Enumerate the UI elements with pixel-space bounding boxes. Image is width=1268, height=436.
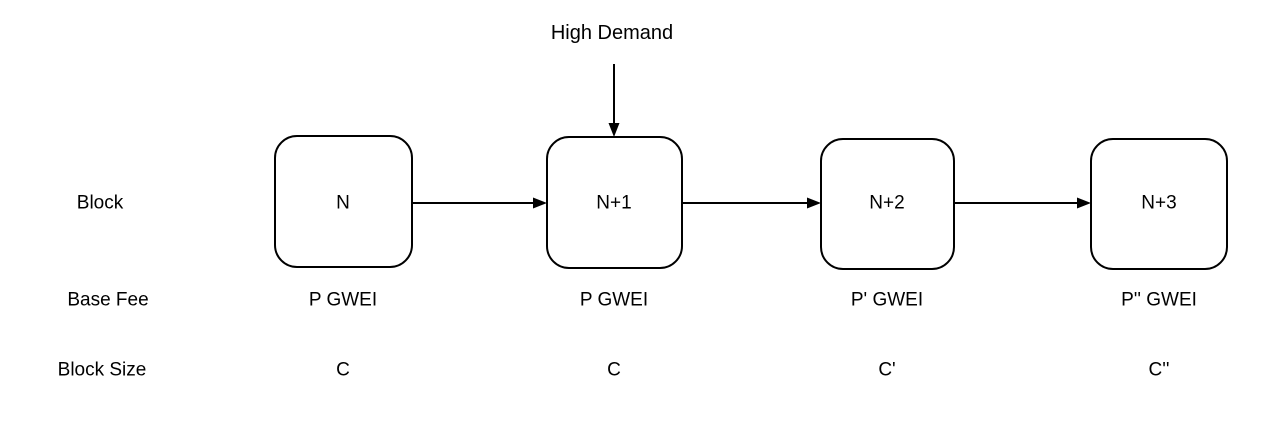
arrow-high-demand-to-n-plus-1 (608, 64, 620, 137)
block-size-value-n-plus-1: C (607, 359, 621, 381)
base-fee-value-n-plus-2: P' GWEI (850, 289, 924, 311)
block-size-value-n-plus-3: C'' (1148, 359, 1170, 381)
block-label-n: N (336, 192, 350, 214)
block-label-n-plus-1: N+1 (596, 192, 632, 214)
block-size-value-n-plus-2: C' (878, 359, 896, 381)
base-fee-value-n-plus-3: P'' GWEI (1121, 289, 1197, 311)
block-box-n[interactable] (274, 135, 413, 268)
row-label-block-size: Block Size (57, 359, 147, 381)
arrow-n-plus-2-to-n-plus-3 (954, 197, 1091, 209)
row-label-base-fee: Base Fee (67, 289, 149, 311)
high-demand-annotation: High Demand (550, 22, 674, 44)
row-label-block: Block (76, 192, 124, 214)
arrow-n-plus-1-to-n-plus-2 (682, 197, 821, 209)
block-label-n-plus-3: N+3 (1141, 192, 1177, 214)
base-fee-value-n-plus-1: P GWEI (579, 289, 649, 311)
block-label-n-plus-2: N+2 (869, 192, 905, 214)
arrow-n-to-n-plus-1 (412, 197, 547, 209)
base-fee-value-n: P GWEI (308, 289, 378, 311)
block-box-n-plus-3[interactable] (1090, 138, 1228, 270)
block-size-value-n: C (336, 359, 350, 381)
